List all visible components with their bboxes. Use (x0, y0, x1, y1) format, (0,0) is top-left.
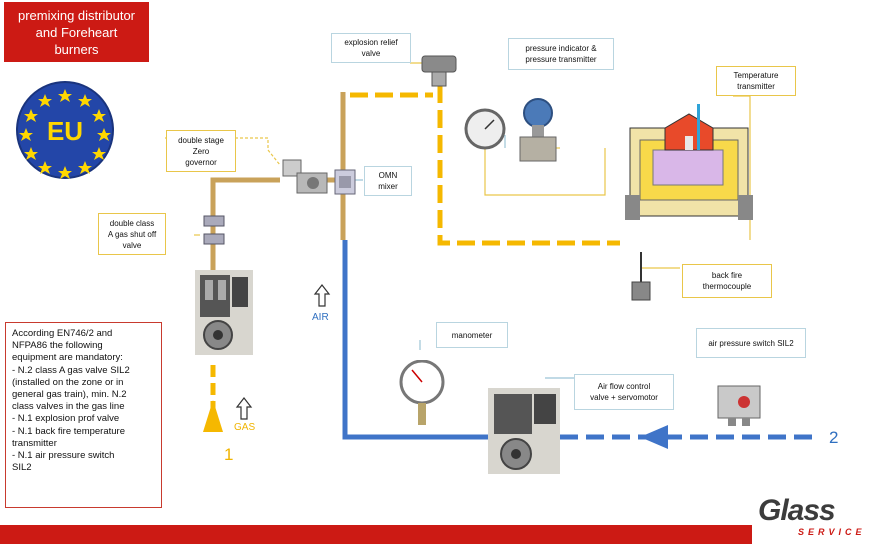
gas-arrow-icon (203, 400, 223, 432)
eu-badge: EU (16, 81, 114, 179)
notes-line: According EN746/2 and (12, 328, 113, 339)
mandatory-equipment-notes: According EN746/2 and NFPA86 the followi… (5, 322, 162, 508)
notes-line: transmitter (12, 437, 57, 449)
eu-stars-icon (19, 89, 111, 179)
notes-line: SIL2 (12, 462, 32, 474)
svg-text:EU: EU (47, 116, 83, 146)
label-double-stage-governor: double stage Zero governor (166, 130, 236, 172)
glass-service-logo: Glass SERVICE (758, 494, 866, 537)
notes-line: NFPA86 the following (12, 340, 103, 352)
gas-label: GAS (234, 422, 256, 433)
label-temperature-transmitter: Temperature transmitter (716, 66, 796, 96)
page-title: premixing distributor and Foreheart burn… (4, 2, 149, 62)
notes-line: class valves in the gas line (12, 401, 125, 413)
label-air-pressure-switch: air pressure switch SIL2 (696, 328, 806, 358)
notes-line: - N.1 explosion prof valve (12, 413, 120, 425)
label-back-fire-thermocouple: back fire thermocouple (682, 264, 772, 298)
notes-line: - N.1 air pressure switch (12, 450, 115, 462)
air-pressure-switch-icon (717, 385, 761, 426)
notes-line: (installed on the zone or in (12, 376, 124, 388)
air-flow-control-valve-photo (488, 388, 560, 474)
label-pressure-indicator: pressure indicator & pressure transmitte… (508, 38, 614, 70)
forehearth-furnace-icon (625, 104, 753, 220)
gas-up-arrow-icon (235, 397, 253, 420)
label-double-class-valve: double class A gas shut off valve (98, 213, 166, 255)
gas-inlet-number: 1 (224, 445, 234, 464)
label-omn-mixer: OMN mixer (364, 166, 412, 196)
gas-shut-off-valve-photo (195, 270, 253, 355)
mixture-line (350, 85, 620, 246)
manometer-icon (399, 360, 445, 425)
omn-mixer-icon (334, 169, 356, 195)
explosion-relief-valve-icon (421, 55, 457, 87)
air-label: AIR (312, 312, 329, 323)
air-arrow-icon (640, 425, 668, 449)
label-manometer: manometer (436, 322, 508, 348)
notes-line: equipment are mandatory: (12, 352, 123, 364)
zero-governor-icon (282, 159, 328, 194)
notes-line: - N.2 class A gas valve SIL2 (12, 364, 130, 376)
air-up-arrow-icon (313, 284, 331, 307)
double-valve-icon (203, 215, 225, 245)
notes-line: - N.1 back fire temperature (12, 425, 125, 437)
air-inlet-number: 2 (829, 428, 839, 447)
footer-bar (0, 525, 752, 544)
pressure-transmitter-icon (519, 98, 557, 162)
temperature-probe (697, 104, 700, 150)
thermocouple-icon (631, 252, 651, 301)
label-explosion-relief-valve: explosion relief valve (331, 33, 411, 63)
air-pipe (342, 240, 488, 440)
label-air-flow-control: Air flow control valve + servomotor (574, 374, 674, 410)
pressure-indicator-icon (464, 108, 506, 150)
notes-line: general gas train), min. N.2 (12, 389, 127, 401)
